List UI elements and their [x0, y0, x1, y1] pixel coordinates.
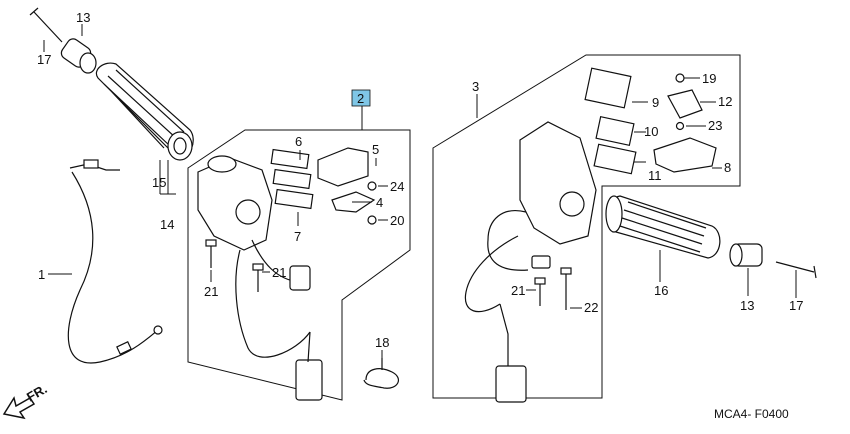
switch-plate-left: [270, 148, 314, 210]
switch-bracket-right: [653, 89, 717, 173]
screw-22: [560, 267, 572, 310]
callout-19: 19: [702, 71, 716, 86]
callout-14: 14: [160, 217, 174, 232]
callout-6: 6: [295, 134, 302, 149]
screw-21-right: [534, 277, 546, 306]
callout-17-left: 17: [37, 52, 51, 67]
callout-21-mid: 21: [272, 265, 286, 280]
callout-13-right: 13: [740, 298, 754, 313]
callout-23: 23: [708, 118, 722, 133]
right-switch-housing: [464, 121, 597, 403]
callout-7: 7: [294, 229, 301, 244]
throttle-cable: [67, 159, 163, 364]
left-throttle-grip: [95, 62, 194, 161]
right-switch-assembly-box: [432, 54, 741, 399]
callout-21-right: 21: [511, 283, 525, 298]
callout-2: 2: [357, 91, 364, 106]
callout-18: 18: [375, 335, 389, 350]
screw-21-left: [205, 239, 217, 268]
right-grip: [605, 195, 721, 259]
left-switch-assembly-box: [187, 129, 411, 401]
callout-21-left: 21: [204, 284, 218, 299]
callout-12: 12: [718, 94, 732, 109]
callout-8: 8: [724, 160, 731, 175]
screw-23: [675, 121, 685, 131]
callout-24: 24: [390, 179, 404, 194]
callout-17-right: 17: [789, 298, 803, 313]
callout-11: 11: [648, 168, 662, 183]
left-bar-end-screw: [29, 7, 63, 43]
switch-plate-right: [584, 67, 637, 175]
screw-24: [367, 181, 377, 191]
left-bar-end-weight: [60, 38, 97, 74]
right-bar-end-weight: [729, 243, 763, 267]
callout-10: 10: [644, 124, 658, 139]
callout-16: 16: [654, 283, 668, 298]
callout-13-left: 13: [76, 10, 90, 25]
callout-4: 4: [376, 195, 383, 210]
screw-21-mid: [252, 263, 264, 292]
callout-2-highlight: [351, 89, 371, 107]
callout-9: 9: [652, 95, 659, 110]
diagram-code: MCA4- F0400: [714, 407, 789, 421]
screw-19: [675, 73, 685, 83]
cable-band: [363, 358, 400, 389]
callout-5: 5: [372, 142, 379, 157]
callout-1: 1: [38, 267, 45, 282]
left-switch-housing: [197, 155, 323, 401]
callout-22: 22: [584, 300, 598, 315]
front-direction-arrow: FR.: [2, 381, 50, 420]
screw-20: [367, 215, 377, 225]
callout-20: 20: [390, 213, 404, 228]
right-bar-end-screw: [775, 261, 817, 279]
callout-15: 15: [152, 175, 166, 190]
callout-3: 3: [472, 79, 479, 94]
leader-lines: [43, 24, 797, 358]
